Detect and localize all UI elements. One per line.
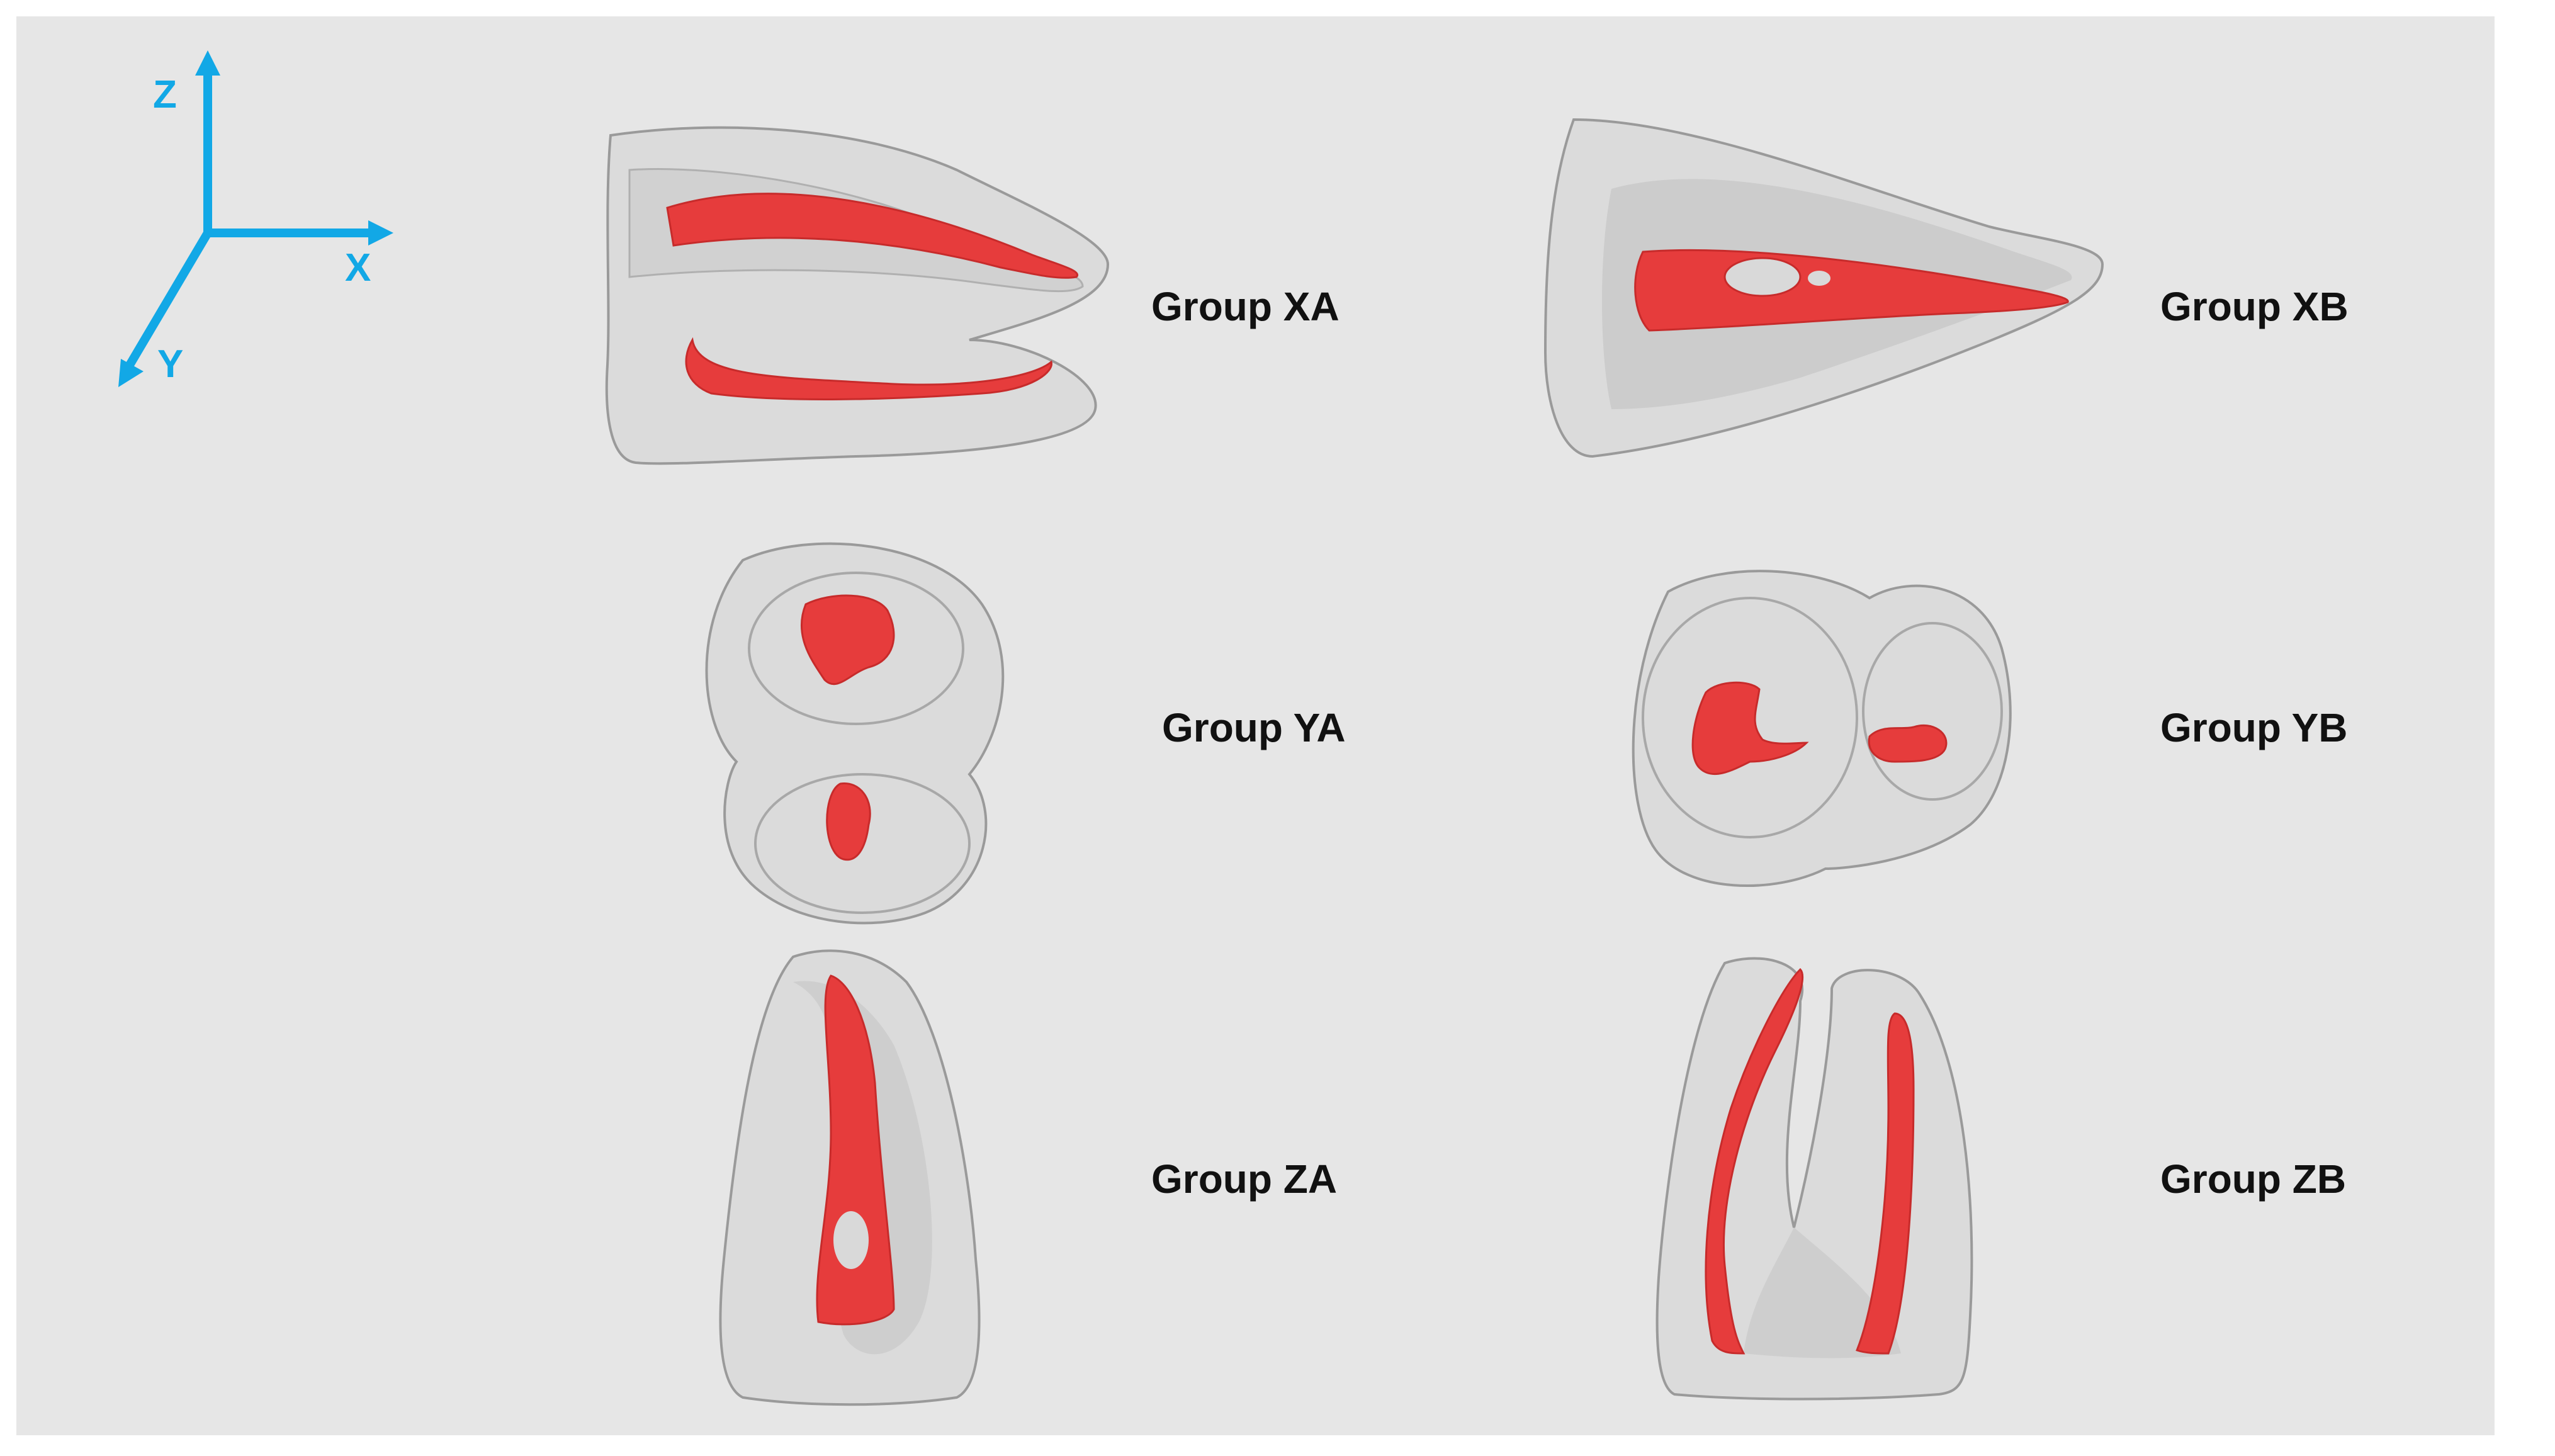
group-label-za: Group ZA bbox=[1151, 1156, 1338, 1202]
tooth-model-yb bbox=[1632, 570, 2012, 887]
z-axis-arrow bbox=[195, 50, 220, 76]
y-axis-label: Y bbox=[157, 342, 184, 386]
y-axis-line bbox=[121, 229, 212, 376]
group-label-xa: Group XA bbox=[1151, 284, 1340, 329]
x-axis-label: X bbox=[345, 246, 371, 290]
group-label-yb: Group YB bbox=[2160, 705, 2348, 750]
group-label-xb: Group XB bbox=[2160, 284, 2349, 329]
tooth-model-ya bbox=[705, 542, 1005, 925]
axis-triad bbox=[118, 50, 393, 387]
y-axis-arrow bbox=[118, 359, 144, 387]
z-axis-label: Z bbox=[153, 73, 177, 116]
tooth-model-xb bbox=[1543, 118, 2104, 458]
x-axis-arrow bbox=[368, 220, 393, 245]
tooth-model-zb bbox=[1655, 957, 1973, 1401]
tooth-model-xa bbox=[605, 126, 1110, 465]
group-label-ya: Group YA bbox=[1162, 705, 1346, 750]
tooth-model-za bbox=[719, 949, 981, 1406]
group-label-zb: Group ZB bbox=[2160, 1156, 2347, 1202]
